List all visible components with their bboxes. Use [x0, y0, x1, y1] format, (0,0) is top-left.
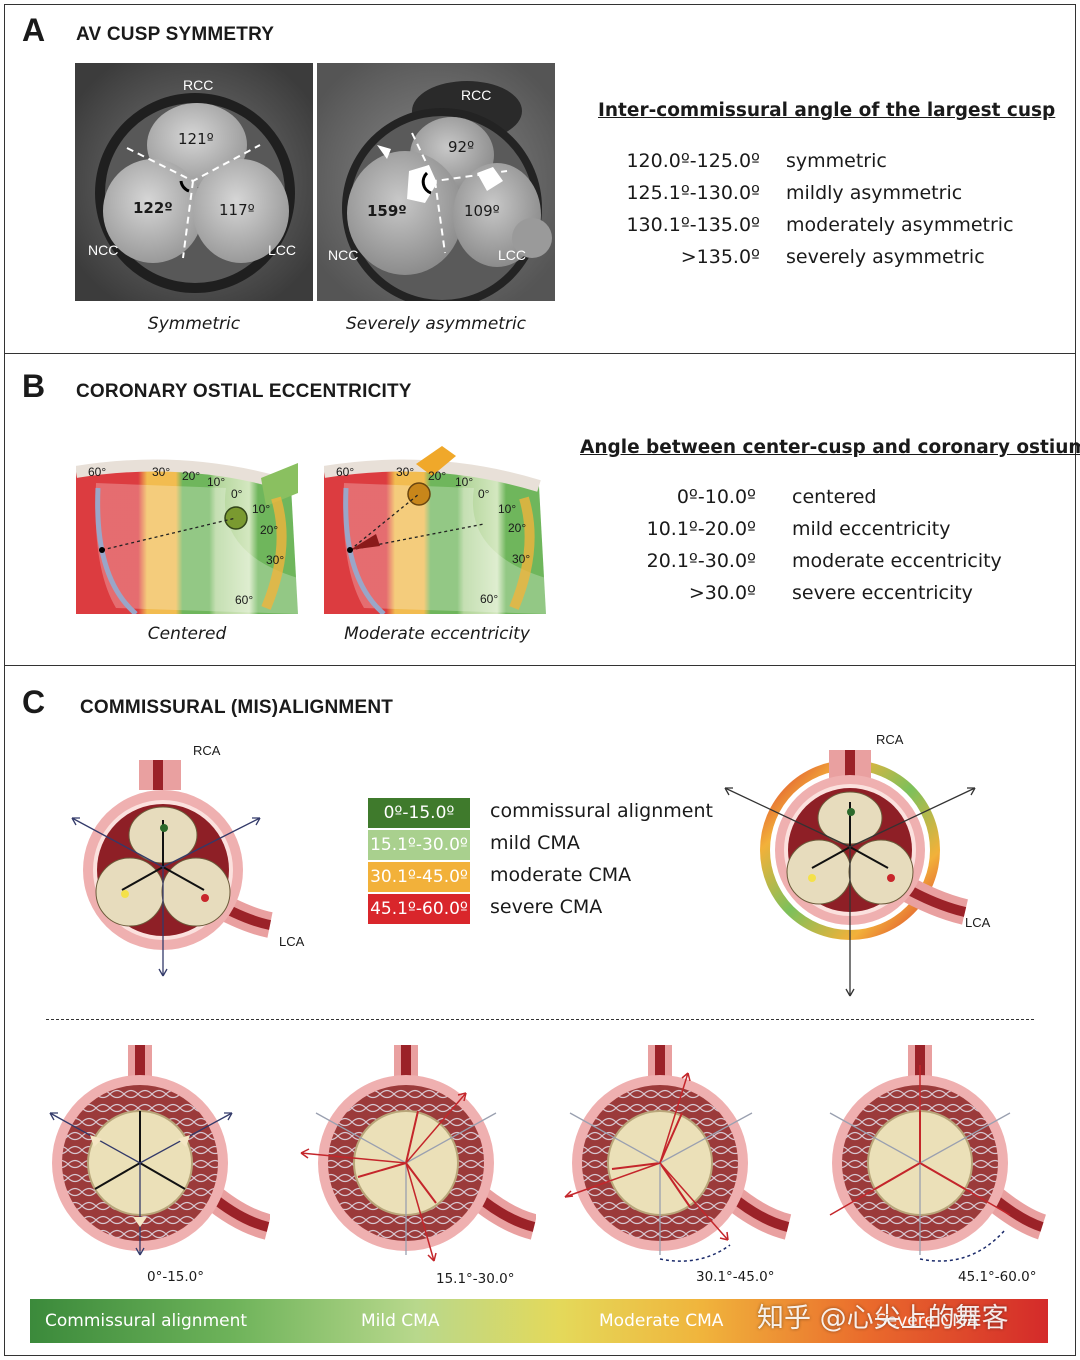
scale-label: 30°	[396, 465, 415, 479]
scale-label: 10°	[207, 475, 226, 489]
valve-diagram-aligned	[71, 760, 273, 977]
lca-label: LCA	[279, 934, 305, 949]
scale-label: 30°	[512, 552, 531, 566]
scale-label: 10°	[252, 502, 271, 516]
cma-gradient-bar	[30, 1299, 1048, 1343]
label: severely asymmetric	[786, 246, 985, 268]
range: 20.1º-30.0º	[646, 550, 756, 572]
tavr-diagram-mild	[300, 1045, 536, 1262]
range: 0º-10.0º	[676, 486, 756, 508]
label: moderately asymmetric	[786, 214, 1014, 236]
label: severe eccentricity	[792, 582, 973, 604]
panel-a-table-heading: Inter-commissural angle of the largest c…	[598, 100, 1056, 121]
label: moderate eccentricity	[792, 550, 1002, 572]
tavr-label: 30.1°-45.0°	[696, 1269, 775, 1285]
range: 120.0º-125.0º	[626, 150, 760, 172]
legend-label: mild CMA	[490, 832, 580, 854]
ct2-angle-left: 159º	[367, 202, 407, 220]
scale-label: 30°	[152, 465, 171, 479]
ct2-label-top: RCC	[461, 87, 492, 103]
panel-b-table-heading: Angle between center-cusp and coronary o…	[580, 437, 1080, 458]
ct1-label-right: LCC	[268, 242, 297, 258]
scale-label: 20°	[508, 521, 527, 535]
ct-image-asymmetric	[317, 63, 555, 301]
panel-c-title: COMMISSURAL (MIS)ALIGNMENT	[80, 697, 394, 718]
scale-label: 60°	[235, 593, 254, 607]
sinus1-caption: Centered	[147, 624, 227, 644]
range: >135.0º	[680, 246, 760, 268]
ct1-angle-top: 121º	[178, 130, 214, 148]
scale-label: 20°	[428, 469, 447, 483]
panel-c-letter: C	[22, 684, 46, 720]
tavr-label: 15.1°-30.0°	[436, 1271, 515, 1287]
dashed-divider	[46, 1019, 1034, 1020]
bar-label: Moderate CMA	[599, 1311, 724, 1331]
legend-swatch: 45.1º-60.0º	[368, 894, 470, 924]
tavr-label: 45.1°-60.0°	[958, 1269, 1037, 1285]
legend-label: commissural alignment	[490, 800, 713, 822]
ct1-angle-left: 122º	[133, 199, 173, 217]
legend-label: severe CMA	[490, 896, 603, 918]
panel-b-letter: B	[22, 368, 46, 404]
tavr-diagram-aligned	[49, 1045, 270, 1256]
scale-label: 0°	[231, 487, 243, 501]
bar-label: Mild CMA	[361, 1311, 440, 1331]
range: 10.1º-20.0º	[646, 518, 756, 540]
ct2-angle-right: 109º	[464, 202, 500, 220]
bar-label: Commissural alignment	[45, 1311, 248, 1331]
label: mild eccentricity	[792, 518, 951, 540]
legend-swatch: 15.1º-30.0º	[368, 830, 470, 860]
tavr-label: 0°-15.0°	[147, 1269, 205, 1285]
ct2-label-left: NCC	[328, 247, 359, 263]
panel-a-title: AV CUSP SYMMETRY	[76, 24, 275, 45]
scale-label: 30°	[266, 553, 285, 567]
ct1-label-top: RCC	[183, 77, 214, 93]
range: 130.1º-135.0º	[626, 214, 760, 236]
rca-label: RCA	[876, 732, 904, 747]
legend-swatch: 30.1º-45.0º	[368, 862, 470, 892]
label: centered	[792, 486, 877, 508]
lca-label: LCA	[965, 915, 991, 930]
panel-a-letter: A	[22, 12, 46, 48]
legend-swatch: 0º-15.0º	[368, 798, 470, 828]
scale-label: 60°	[88, 465, 107, 479]
scale-label: 0°	[478, 487, 490, 501]
ct1-label-left: NCC	[88, 242, 119, 258]
ct2-caption: Severely asymmetric	[345, 314, 527, 334]
panel-b-title: CORONARY OSTIAL ECCENTRICITY	[76, 381, 412, 402]
tavr-diagram-severe	[829, 1045, 1047, 1262]
range: 125.1º-130.0º	[626, 182, 760, 204]
label: mildly asymmetric	[786, 182, 963, 204]
scale-label: 20°	[260, 523, 279, 537]
sinus-diagram-moderate	[324, 446, 546, 614]
bar-label: Severe CMA	[876, 1311, 979, 1331]
scale-label: 20°	[182, 469, 201, 483]
label: symmetric	[786, 150, 887, 172]
ct-image-symmetric	[75, 63, 313, 301]
rca-label: RCA	[193, 743, 221, 758]
scale-label: 10°	[498, 502, 517, 516]
tavr-diagram-moderate	[564, 1045, 792, 1262]
ct2-label-right: LCC	[498, 247, 527, 263]
sinus-diagram-centered	[76, 459, 298, 614]
ct1-caption: Symmetric	[147, 314, 241, 334]
valve-diagram-ring	[724, 750, 976, 997]
scale-label: 60°	[336, 465, 355, 479]
ct2-angle-top: 92º	[448, 138, 475, 156]
panel-c	[4, 665, 1076, 1356]
scale-label: 60°	[480, 592, 499, 606]
ct1-angle-right: 117º	[219, 201, 255, 219]
scale-label: 10°	[455, 475, 474, 489]
legend-label: moderate CMA	[490, 864, 632, 886]
watermark: 知乎 @心尖上的舞客	[757, 1303, 1009, 1334]
range: >30.0º	[688, 582, 756, 604]
sinus2-caption: Moderate eccentricity	[344, 624, 530, 644]
